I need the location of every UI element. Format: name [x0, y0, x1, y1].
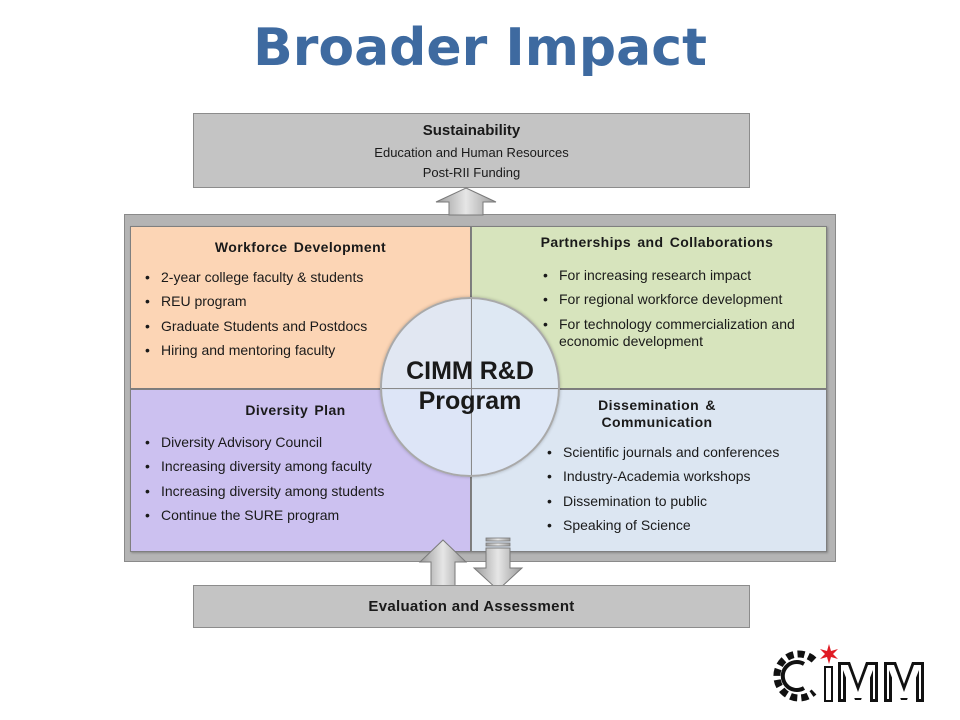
list-item: Speaking of Science [545, 517, 820, 534]
list-item: Increasing diversity among students [143, 483, 443, 500]
workforce-heading: Workforce Development [214, 239, 387, 255]
circle-divider-horizontal [382, 388, 558, 389]
list-item: For increasing research impact [541, 267, 833, 284]
center-label-line: Program [418, 387, 522, 415]
workforce-list: 2-year college faculty & students REU pr… [143, 269, 443, 359]
up-arrow-icon [435, 187, 497, 216]
list-item: Diversity Advisory Council [143, 434, 443, 451]
dissemination-heading-line: Communication [601, 414, 713, 430]
spark-icon [820, 644, 838, 664]
list-item: Industry-Academia workshops [545, 468, 820, 485]
sustainability-line: Post-RII Funding [422, 165, 521, 180]
cimm-logo-icon [773, 644, 924, 702]
list-item: For technology commercialization and eco… [541, 316, 833, 350]
circle-divider-vertical [471, 299, 472, 475]
list-item: Graduate Students and Postdocs [143, 318, 443, 335]
list-item: Scientific journals and conferences [545, 444, 820, 461]
partnerships-list: For increasing research impact For regio… [541, 267, 833, 350]
center-label: CIMM R&D Program [380, 356, 560, 416]
center-circle [380, 297, 560, 477]
list-item: Dissemination to public [545, 493, 820, 510]
diversity-list: Diversity Advisory Council Increasing di… [143, 434, 443, 524]
sustainability-heading: Sustainability [422, 122, 521, 139]
diversity-heading: Diversity Plan [245, 402, 346, 418]
dissemination-list: Scientific journals and conferences Indu… [545, 444, 820, 534]
sustainability-box: Sustainability Education and Human Resou… [193, 113, 750, 188]
evaluation-heading: Evaluation and Assessment [368, 598, 575, 615]
dissemination-heading: Dissemination & Communication [562, 397, 752, 431]
list-item: 2-year college faculty & students [143, 269, 443, 286]
sustainability-line: Education and Human Resources [374, 145, 569, 160]
evaluation-box: Evaluation and Assessment [193, 585, 750, 628]
center-label-line: CIMM R&D [406, 357, 534, 385]
list-item: REU program [143, 293, 443, 310]
partnerships-heading: Partnerships and Collaborations [540, 234, 774, 250]
page-title: Broader Impact [253, 18, 707, 78]
list-item: Increasing diversity among faculty [143, 458, 443, 475]
dissemination-heading-line: Dissemination & [598, 397, 716, 413]
list-item: For regional workforce development [541, 291, 833, 308]
list-item: Continue the SURE program [143, 507, 443, 524]
down-arrow-icon [472, 537, 524, 591]
list-item: Hiring and mentoring faculty [143, 342, 443, 359]
